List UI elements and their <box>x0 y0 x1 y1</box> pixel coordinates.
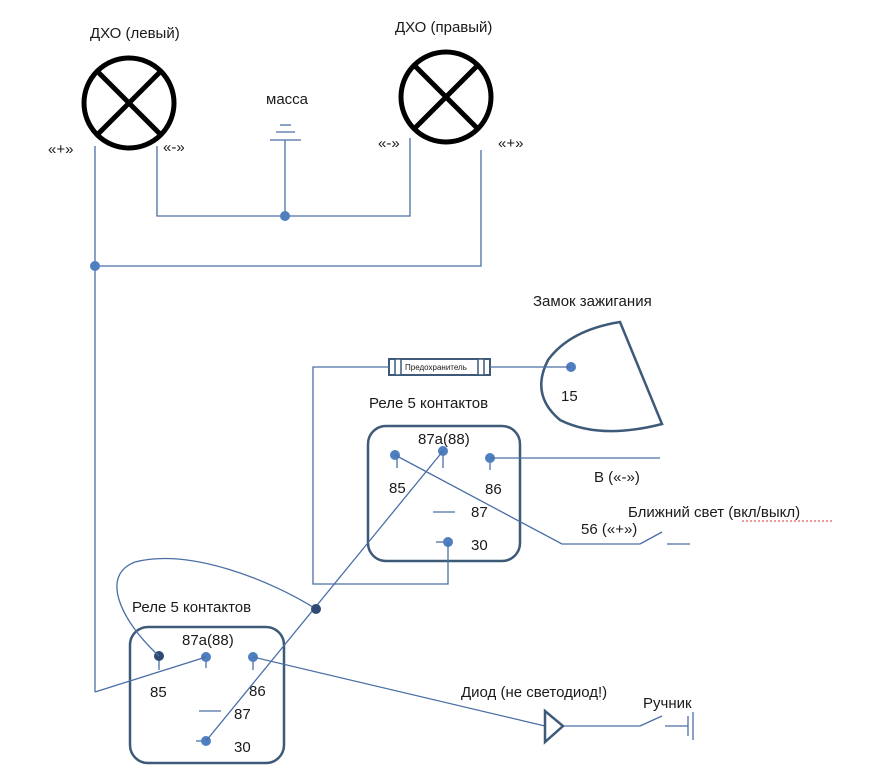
lamp-right-minus-label: «-» <box>378 135 400 152</box>
ignition-title: Замок зажигания <box>533 293 652 310</box>
plus-junction-dot <box>90 261 100 271</box>
ground-junction-dot <box>280 211 290 221</box>
relay-bottom-box <box>128 625 286 765</box>
handbrake-label: Ручник <box>643 695 692 712</box>
ignition-switch-shape <box>540 320 664 433</box>
relay-top-pin-30: 30 <box>471 537 488 554</box>
lamp-right-title: ДХО (правый) <box>395 19 492 36</box>
relay-bottom-pin-86: 86 <box>249 683 266 700</box>
lamp-right-plus-label: «+» <box>498 135 523 152</box>
relay-bottom-title: Реле 5 контактов <box>132 599 251 616</box>
relay-bottom-pin-30: 30 <box>234 739 251 756</box>
ignition-terminal-label: 15 <box>561 388 578 405</box>
fuse-label: Предохранитель <box>405 363 467 372</box>
b-minus-label: В («-») <box>594 469 640 486</box>
fuse: Предохранитель <box>388 358 491 376</box>
relay-bottom-pin-87: 87 <box>234 706 251 723</box>
relay-bottom-pins <box>154 651 258 746</box>
relay-top-pin-87: 87 <box>471 504 488 521</box>
relay-top-box <box>366 424 522 563</box>
relay-top-pin-86: 86 <box>485 481 502 498</box>
ground-symbol <box>270 124 301 141</box>
ground-label: масса <box>266 91 309 108</box>
cross-junction-dot <box>311 604 321 614</box>
lamp-left-title: ДХО (левый) <box>90 25 180 42</box>
lamp-left-minus-label: «-» <box>163 139 185 156</box>
low-beam-label: Ближний свет (вкл/выкл) <box>628 504 800 521</box>
pin56-label: 56 («+») <box>581 521 637 538</box>
relay-top-pin-85: 85 <box>389 480 406 497</box>
relay-top-title: Реле 5 контактов <box>369 395 488 412</box>
diode-symbol <box>543 708 565 745</box>
lamp-right <box>398 49 494 145</box>
relay-top-pin-87a: 87а(88) <box>418 431 470 448</box>
control-wiring <box>94 366 694 742</box>
relay-bottom-pin-85: 85 <box>150 684 167 701</box>
diode-label: Диод (не светодиод!) <box>461 684 607 701</box>
lamp-left <box>81 55 177 151</box>
lamp-wiring <box>90 138 482 692</box>
relay-bottom-pin-87a: 87а(88) <box>182 632 234 649</box>
lamp-left-plus-label: «+» <box>48 141 73 158</box>
